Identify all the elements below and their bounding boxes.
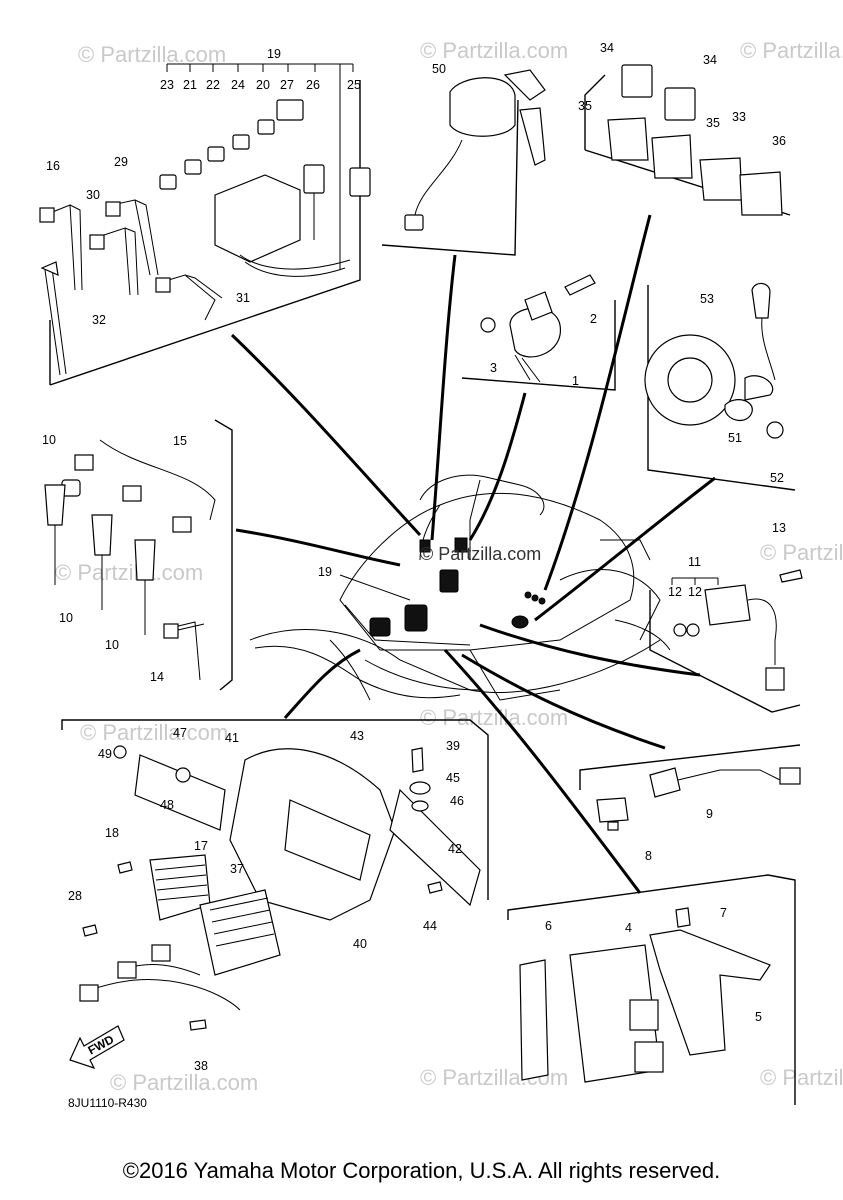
callout-36: 36 — [772, 134, 786, 148]
relay-component — [439, 569, 459, 593]
callout-47: 47 — [173, 726, 187, 740]
watermark: © Partzilla.com — [760, 540, 843, 565]
callout-32: 32 — [92, 313, 106, 327]
callout-51: 51 — [728, 431, 742, 445]
callout-53: 53 — [700, 292, 714, 306]
watermark: © Partzilla.com — [110, 1070, 258, 1095]
callout-27: 27 — [280, 78, 294, 92]
callout-16: 16 — [46, 159, 60, 173]
callout-41: 41 — [225, 731, 239, 745]
callout-12: 12 — [668, 585, 682, 599]
callout-28: 28 — [68, 889, 82, 903]
sensor-component — [511, 615, 529, 629]
callout-34: 34 — [703, 53, 717, 67]
copyright-notice: ©2016 Yamaha Motor Corporation, U.S.A. A… — [122, 1158, 721, 1183]
callout-49: 49 — [98, 747, 112, 761]
callout-11: 11 — [688, 555, 701, 569]
ecu-bracket-group: FWD 47 41 49 48 43 39 45 46 42 44 40 17 … — [61, 719, 489, 1110]
callout-1: 1 — [572, 374, 579, 388]
callout-34: 34 — [600, 41, 614, 55]
callout-5: 5 — [755, 1010, 762, 1024]
watermark: © Partzilla.com — [80, 720, 228, 745]
watermark: © Partzilla.com — [78, 42, 226, 67]
callout-48: 48 — [160, 798, 174, 812]
callout-42: 42 — [448, 842, 462, 856]
callout-46: 46 — [450, 794, 464, 808]
speed-sensor-group: 53 51 52 — [644, 282, 796, 491]
callout-2: 2 — [590, 312, 597, 326]
watermark: © Partzilla.com — [420, 38, 568, 63]
callout-24: 24 — [231, 78, 245, 92]
watermark-layer: © Partzilla.com © Partzilla.com © Partzi… — [55, 38, 843, 1095]
callout-20: 20 — [256, 78, 270, 92]
watermark: © Partzilla.com — [420, 705, 568, 730]
callout-45: 45 — [446, 771, 460, 785]
callout-37: 37 — [230, 862, 244, 876]
callout-15: 15 — [173, 434, 187, 448]
callout-13: 13 — [772, 521, 786, 535]
watermark: © Partzilla.com — [55, 560, 203, 585]
callout-38: 38 — [194, 1059, 208, 1073]
callout-40: 40 — [353, 937, 367, 951]
callout-33: 33 — [732, 110, 746, 124]
callout-4: 4 — [625, 921, 632, 935]
callout-44: 44 — [423, 919, 437, 933]
fuse-box-group: 19 23 21 22 24 20 27 26 25 16 29 30 31 3… — [39, 47, 371, 386]
callout-39: 39 — [446, 739, 460, 753]
callout-22: 22 — [206, 78, 220, 92]
callout-9: 9 — [706, 807, 713, 821]
fwd-arrow-icon — [69, 1025, 125, 1070]
callout-10: 10 — [59, 611, 73, 625]
callout-30: 30 — [86, 188, 100, 202]
callout-43: 43 — [350, 729, 364, 743]
callout-35: 35 — [578, 99, 592, 113]
center-watermark: © Partzilla.com — [420, 544, 541, 564]
ecu-mount-component — [369, 617, 391, 637]
callout-18: 18 — [105, 826, 119, 840]
callout-10: 10 — [42, 433, 56, 447]
rectifier-component — [404, 604, 428, 632]
callout-19: 19 — [267, 47, 281, 61]
callout-35: 35 — [706, 116, 720, 130]
callout-19-center: 19 — [318, 565, 332, 579]
relay-group: 34 34 35 35 33 36 — [578, 41, 791, 216]
pressure-sensor-group: 9 8 — [579, 744, 801, 863]
callout-31: 31 — [236, 291, 250, 305]
callout-29: 29 — [114, 155, 128, 169]
leader-lines — [230, 214, 716, 894]
ecu-group: 6 4 7 5 — [507, 874, 796, 1105]
callout-12: 12 — [688, 585, 702, 599]
callout-7: 7 — [720, 906, 727, 920]
callout-3: 3 — [490, 361, 497, 375]
callout-10: 10 — [105, 638, 119, 652]
callout-26: 26 — [306, 78, 320, 92]
callout-50: 50 — [432, 62, 446, 76]
callout-6: 6 — [545, 919, 552, 933]
callout-14: 14 — [150, 670, 164, 684]
position-sensor-group: 11 12 12 13 — [649, 521, 803, 713]
callout-52: 52 — [770, 471, 784, 485]
watermark: © Partzilla.com — [760, 1065, 843, 1090]
spark-plug-group: 10 10 10 15 14 — [42, 419, 233, 691]
callout-25: 25 — [347, 78, 361, 92]
snowmobile-illustration: © Partzilla.com — [249, 474, 671, 701]
callout-21: 21 — [183, 78, 197, 92]
main-switch-group: 50 — [381, 62, 546, 256]
callout-17: 17 — [194, 839, 208, 853]
callout-8: 8 — [645, 849, 652, 863]
buzzer-group: 2 3 1 — [461, 274, 616, 391]
diagram-code: 8JU1110-R430 — [68, 1096, 147, 1110]
callout-23: 23 — [160, 78, 174, 92]
watermark: © Partzilla.com — [740, 38, 843, 63]
